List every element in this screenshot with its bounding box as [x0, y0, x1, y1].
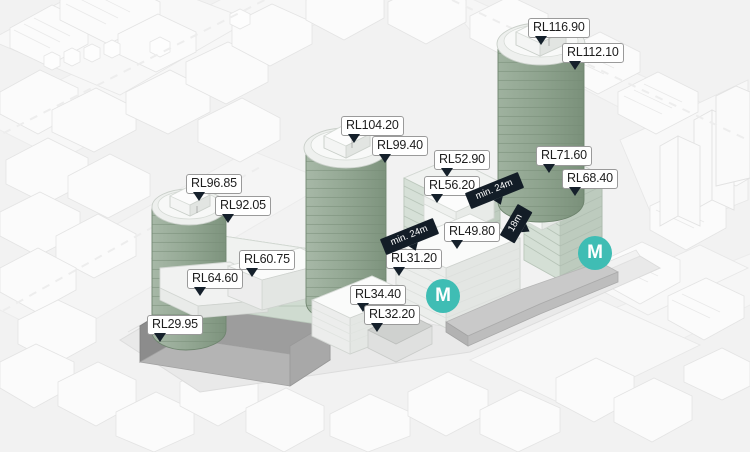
rl-label-68-40[interactable]: RL68.40: [562, 169, 618, 196]
rl-label-71-60[interactable]: RL71.60: [536, 146, 592, 173]
rl-label-34-40[interactable]: RL34.40: [350, 285, 406, 312]
rl-label-112-10[interactable]: RL112.10: [562, 43, 624, 70]
rl-label-96-85[interactable]: RL96.85: [186, 174, 242, 201]
rl-label-56-20[interactable]: RL56.20: [424, 176, 480, 203]
rl-label-92-05[interactable]: RL92.05: [215, 196, 271, 223]
metro-marker-east[interactable]: M: [578, 236, 612, 270]
rl-label-60-75[interactable]: RL60.75: [239, 250, 295, 277]
dim-label-18m[interactable]: 18m: [499, 203, 533, 244]
rl-label-32-20[interactable]: RL32.20: [364, 305, 420, 332]
rl-label-116-90[interactable]: RL116.90: [528, 18, 590, 45]
rl-label-99-40[interactable]: RL99.40: [372, 136, 428, 163]
rl-label-31-20[interactable]: RL31.20: [386, 249, 442, 276]
rl-label-29-95[interactable]: RL29.95: [147, 315, 203, 342]
rl-label-104-20[interactable]: RL104.20: [341, 116, 404, 143]
rl-label-49-80[interactable]: RL49.80: [444, 222, 500, 249]
rl-label-64-60[interactable]: RL64.60: [187, 269, 243, 296]
rl-label-52-90[interactable]: RL52.90: [434, 150, 490, 177]
metro-marker-south[interactable]: M: [426, 279, 460, 313]
